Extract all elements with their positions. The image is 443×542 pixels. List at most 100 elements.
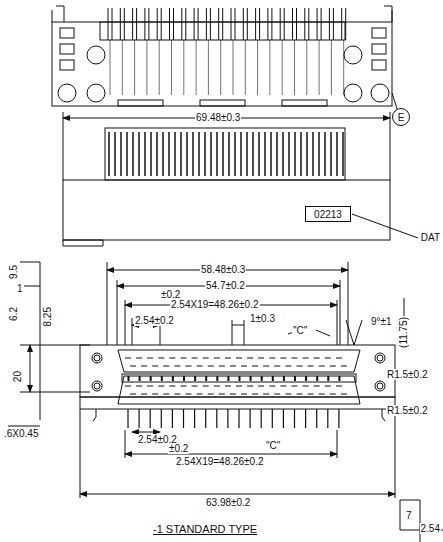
pin-stroke xyxy=(152,394,158,395)
pin-stroke xyxy=(258,132,260,176)
pin-stroke xyxy=(235,8,236,40)
node-text: 02213 xyxy=(314,209,342,220)
dimension: 20 xyxy=(12,370,23,383)
pin-stroke xyxy=(181,386,187,387)
pin-stroke xyxy=(282,132,284,176)
pin-stroke xyxy=(294,409,295,428)
pin-stroke xyxy=(312,132,314,176)
callout-circle: E xyxy=(392,108,410,126)
pin-stroke xyxy=(136,8,137,40)
pin-stroke xyxy=(272,376,274,381)
pin-stroke xyxy=(325,386,331,387)
pin-stroke xyxy=(292,358,298,359)
pin-stroke xyxy=(252,394,258,395)
pitch-dimension: 2.54±0.2 xyxy=(134,315,175,326)
pin-stroke xyxy=(174,394,180,395)
pin-stroke xyxy=(308,366,314,367)
pin-stroke xyxy=(321,8,322,40)
pin-stroke xyxy=(294,376,296,381)
pin-stroke xyxy=(225,358,231,359)
dimension: 58.48±0.3 xyxy=(200,264,246,275)
pin-stroke xyxy=(169,8,170,40)
radius: R1.5±0.2 xyxy=(386,369,429,380)
pin-stroke xyxy=(197,394,203,395)
pin-stroke xyxy=(139,376,141,381)
pin-stroke xyxy=(234,132,236,176)
pin-stroke xyxy=(300,132,302,176)
pin-stroke xyxy=(306,40,307,95)
pin-stroke xyxy=(238,409,239,428)
pin-stroke xyxy=(297,394,303,395)
dimension: 1±0.3 xyxy=(249,313,276,324)
pin-stroke xyxy=(288,132,290,176)
pin-stroke xyxy=(168,132,170,176)
pin-stroke xyxy=(174,366,180,367)
pin-stroke xyxy=(233,40,234,95)
pin-stroke xyxy=(327,409,328,428)
view-mark: "C" xyxy=(265,440,281,451)
dimension: 1 xyxy=(16,283,24,294)
pin-stroke xyxy=(219,394,225,395)
pin-stroke xyxy=(261,376,263,381)
pin-stroke xyxy=(197,366,203,367)
pin-stroke xyxy=(247,358,253,359)
pin-stroke xyxy=(314,386,320,387)
pin-stroke xyxy=(236,386,242,387)
pin-stroke xyxy=(192,132,194,176)
dimension: 9.5 xyxy=(8,264,19,280)
pin-stroke xyxy=(342,132,344,176)
pin-stroke xyxy=(108,8,109,40)
pin-stroke xyxy=(296,8,297,40)
view-title: -1 STANDARD TYPE xyxy=(152,524,258,535)
pin-stroke xyxy=(250,376,252,381)
pin-stroke xyxy=(317,8,318,40)
pin-stroke xyxy=(252,132,254,176)
dimension: 8.25 xyxy=(42,306,53,327)
pin-stroke xyxy=(204,132,206,176)
pin-stroke xyxy=(147,358,153,359)
pin-stroke xyxy=(192,386,198,387)
pin-stroke xyxy=(247,8,248,40)
dimension: 63.98±0.2 xyxy=(205,497,251,508)
pin-stroke xyxy=(261,409,262,428)
pin-stroke xyxy=(316,409,317,428)
pin-stroke xyxy=(227,376,229,381)
pin-stroke xyxy=(303,386,309,387)
pin-stroke xyxy=(163,394,169,395)
pin-stroke xyxy=(159,40,160,95)
pin-stroke xyxy=(336,386,342,387)
pin-stroke xyxy=(180,132,182,176)
pin-stroke xyxy=(269,386,275,387)
pin-stroke xyxy=(172,409,173,428)
pin-stroke xyxy=(126,132,128,176)
pin-stroke xyxy=(230,366,236,367)
pin-stroke xyxy=(330,132,332,176)
view-mark: "C" xyxy=(292,325,308,336)
pin-stroke xyxy=(228,132,230,176)
pin-stroke xyxy=(120,132,122,176)
pin-stroke xyxy=(245,40,246,95)
pin-stroke xyxy=(156,132,158,176)
pin-stroke xyxy=(308,8,309,40)
dimension: 69.48±0.3 xyxy=(195,112,241,123)
pin-stroke xyxy=(294,132,296,176)
pin-stroke xyxy=(141,366,147,367)
pin-stroke xyxy=(205,409,206,428)
pin-stroke xyxy=(241,366,247,367)
pin-stroke xyxy=(136,358,142,359)
pin-stroke xyxy=(183,409,184,428)
dimension: 7 xyxy=(405,510,413,521)
pin-stroke xyxy=(125,386,131,387)
pin-stroke xyxy=(259,8,260,40)
pin-stroke xyxy=(186,132,188,176)
pin-stroke xyxy=(222,8,223,40)
pin-stroke xyxy=(274,366,280,367)
pin-stroke xyxy=(144,8,145,40)
pin-stroke xyxy=(314,358,320,359)
pin-stroke xyxy=(220,40,221,95)
pin-stroke xyxy=(171,40,172,95)
pin-stroke xyxy=(280,8,281,40)
pin-stroke xyxy=(198,8,199,40)
dimension: 54.7±0.2 xyxy=(205,280,246,291)
pin-stroke xyxy=(144,132,146,176)
